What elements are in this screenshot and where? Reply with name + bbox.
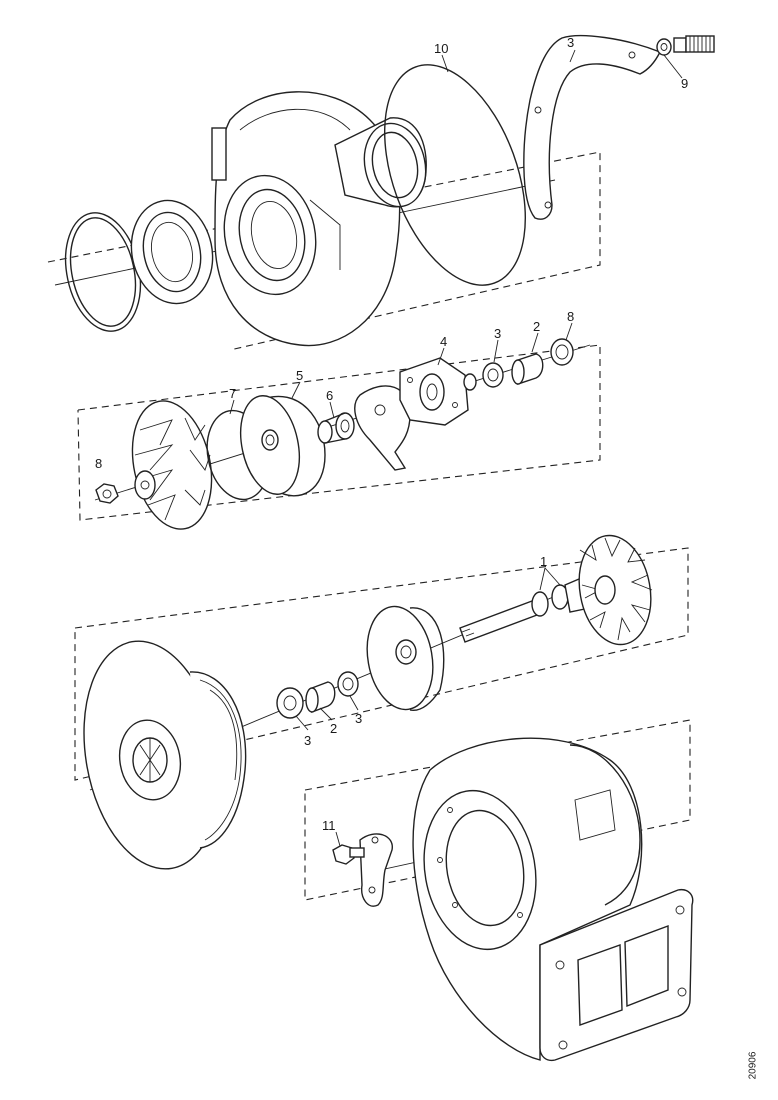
callout-8-upper: 8 xyxy=(567,309,574,324)
callout-2-upper: 2 xyxy=(533,319,540,334)
bearing-housing xyxy=(83,640,247,870)
compressor-wheel xyxy=(131,400,213,530)
callout-5: 5 xyxy=(296,368,303,383)
turbine-housing xyxy=(412,737,694,1062)
callout-4: 4 xyxy=(440,334,447,349)
bolt xyxy=(673,35,715,53)
callout-3-lower-left: 3 xyxy=(304,733,311,748)
clamp-bracket xyxy=(523,34,661,220)
diffuser-insert xyxy=(130,199,214,305)
shaft-group xyxy=(74,534,689,870)
bearing-parts-lower xyxy=(276,671,359,719)
housing-bolt xyxy=(332,844,365,865)
group-frame-lower xyxy=(74,547,689,781)
turbine-housing-group xyxy=(304,719,694,1062)
turbine-shaft-wheel xyxy=(459,534,653,646)
callout-6: 6 xyxy=(326,388,333,403)
lock-nut xyxy=(95,483,119,504)
heat-shield xyxy=(366,605,445,712)
thrust-sleeve xyxy=(317,412,355,444)
callout-8-nut: 8 xyxy=(95,456,102,471)
drawing-number: 20906 xyxy=(747,1051,759,1080)
seal-plate xyxy=(240,395,326,497)
callout-3-bracket: 3 xyxy=(567,35,574,50)
callout-1: 1 xyxy=(540,554,547,569)
bearing-parts-upper xyxy=(463,338,574,391)
compressor-housing xyxy=(211,91,427,347)
thrust-bearing xyxy=(399,357,469,426)
callout-11: 11 xyxy=(322,818,336,833)
o-ring xyxy=(384,64,526,286)
callout-9: 9 xyxy=(681,76,688,91)
callout-10: 10 xyxy=(434,41,448,56)
callout-7: 7 xyxy=(229,386,236,401)
lock-plate xyxy=(359,833,393,907)
callout-3-upper: 3 xyxy=(494,326,501,341)
callout-2-lower: 2 xyxy=(330,721,337,736)
bearing-group xyxy=(77,322,601,530)
washer xyxy=(656,38,672,56)
compressor-housing-group xyxy=(47,34,715,351)
callout-labels: 10 3 9 5 7 6 4 3 2 8 8 1 3 2 3 11 xyxy=(95,35,688,833)
callout-3-lower-right: 3 xyxy=(355,711,362,726)
oil-deflector xyxy=(354,385,411,471)
